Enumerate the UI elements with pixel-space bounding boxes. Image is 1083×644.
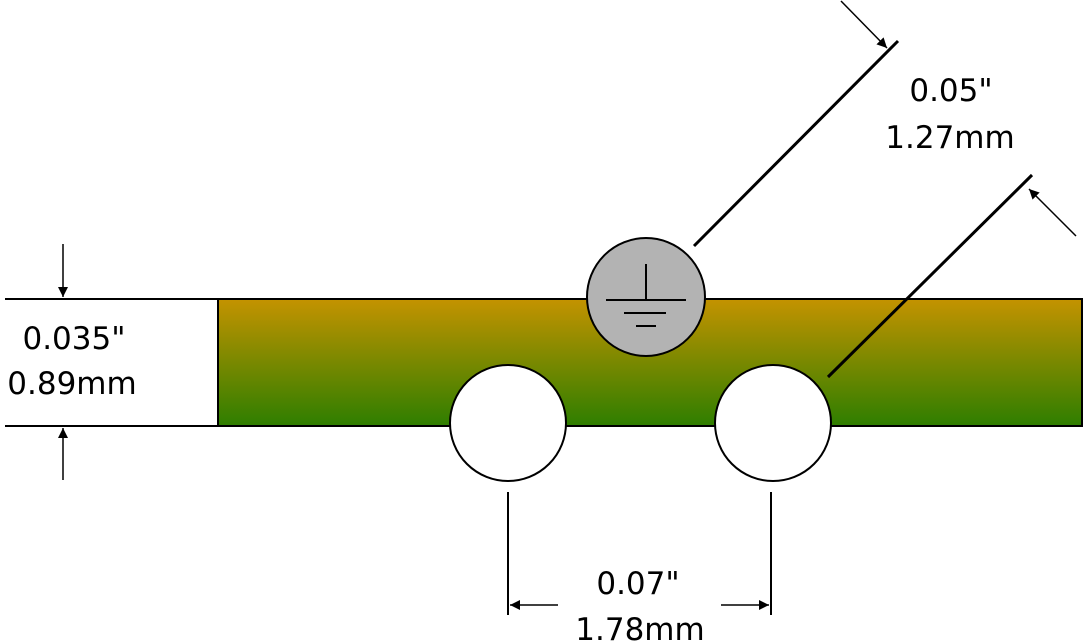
gap-extension-lower (826, 173, 1034, 379)
gap-arrow-lower (1028, 188, 1077, 237)
gap-extension-upper (692, 39, 900, 248)
gap-inch-label: 0.05" (909, 73, 992, 109)
pitch-inch-label: 0.07" (596, 566, 679, 602)
thickness-inch-label: 0.035" (22, 321, 125, 357)
thickness-mm-label: 0.89mm (7, 366, 136, 402)
gap-arrow-upper (840, 0, 888, 49)
conductor-left (449, 364, 567, 482)
gap-mm-label: 1.27mm (885, 120, 1014, 156)
ground-symbol-icon (606, 264, 686, 327)
conductor-right (714, 364, 832, 482)
pitch-mm-label: 1.78mm (575, 612, 704, 644)
